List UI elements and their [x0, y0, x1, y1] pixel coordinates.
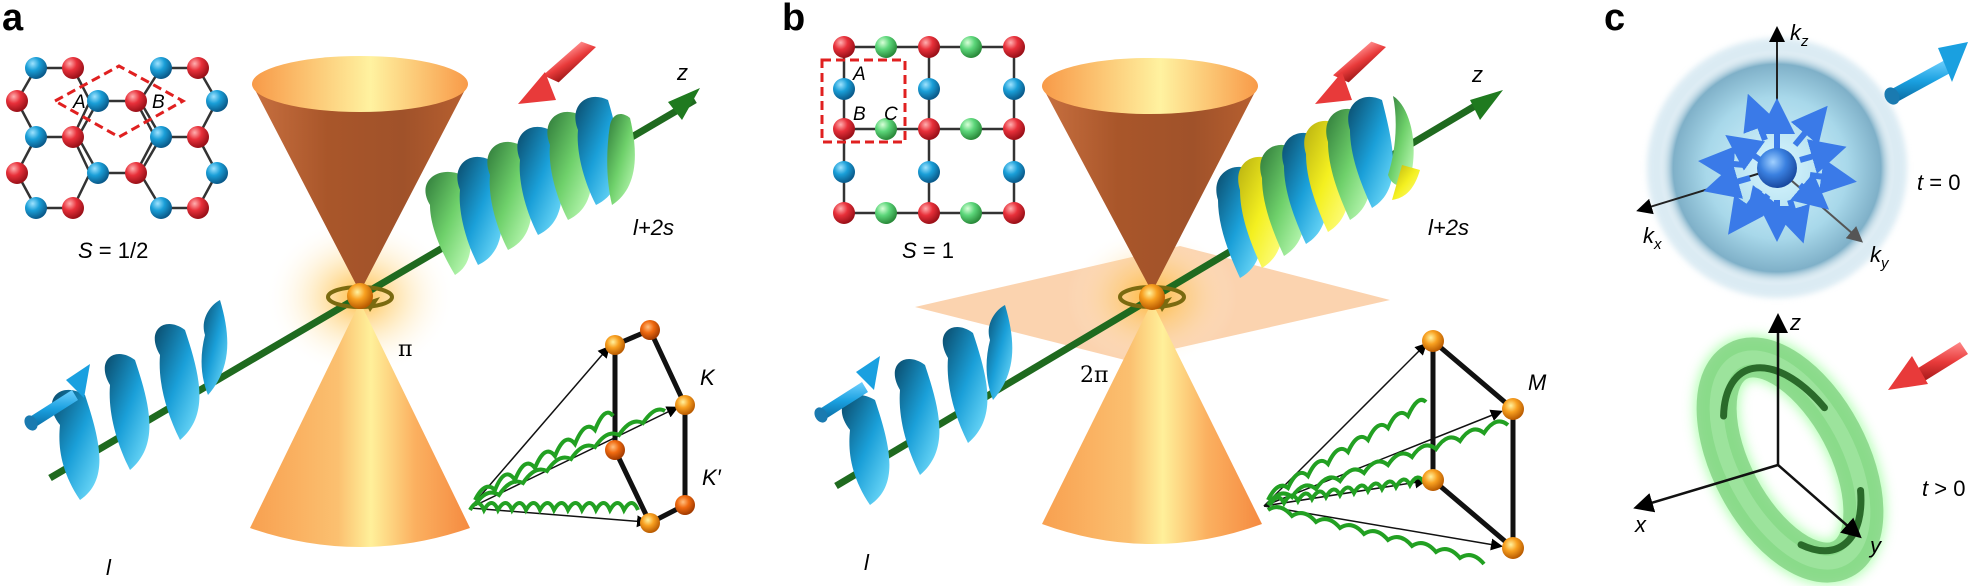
- incoming-light-arrow-icon: [814, 356, 880, 423]
- berry-phase-a: π: [398, 337, 412, 362]
- valley-label-k-prime: K′: [702, 465, 722, 490]
- dirac-point-ball: [347, 283, 373, 309]
- panel-letter-b: b: [782, 0, 805, 39]
- axis-arrowhead-icon: [1470, 90, 1503, 120]
- axis-label-z: z: [1789, 310, 1801, 335]
- photon-wiggles: [468, 407, 667, 515]
- beam-out-label-b: l+2s: [1428, 215, 1469, 240]
- dirac-point-ball: [1139, 284, 1165, 310]
- spin-label-a: S = 1/2: [78, 238, 148, 263]
- site-label-c: C: [884, 104, 898, 125]
- valley-label-m: M: [1528, 370, 1547, 395]
- lower-dirac-cone: [250, 302, 470, 547]
- photon-transition-arrows: [1263, 342, 1503, 551]
- axis-arrowhead-icon: [668, 88, 700, 120]
- photon-wiggles: [1266, 397, 1510, 566]
- real-space-axes: [1633, 313, 1862, 539]
- berry-phase-b: 2π: [1080, 363, 1108, 388]
- site-label-b: B: [152, 92, 165, 113]
- time-label-bottom: t > 0: [1922, 476, 1965, 501]
- panel-c: c kz kx ky t = 0: [1604, 0, 1968, 585]
- valley-label-k: K: [700, 365, 716, 390]
- panel-b: b A B C S = 1 z 2π: [782, 0, 1547, 575]
- unit-cell-outline: [51, 64, 187, 139]
- upper-cone-rim: [1042, 58, 1258, 114]
- central-particle: [1757, 148, 1797, 188]
- valley-sites: [1422, 330, 1524, 559]
- outgoing-helical-beam: [425, 96, 635, 275]
- axis-label-kz: kz: [1790, 20, 1809, 50]
- axis-label-kx: kx: [1643, 223, 1662, 253]
- lower-dirac-cone: [1042, 302, 1262, 544]
- valley-prism: [1430, 335, 1516, 554]
- lattice-sites: [6, 57, 228, 219]
- time-label-top: t = 0: [1917, 170, 1960, 195]
- panel-letter-a: a: [2, 0, 24, 39]
- honeycomb-lattice: [15, 66, 219, 210]
- beam-in-label-b: l: [864, 550, 870, 575]
- axis-label-z: z: [1471, 62, 1483, 87]
- outgoing-light-arrow-icon: [1315, 41, 1386, 104]
- outgoing-light-arrow-icon: [1888, 342, 1968, 390]
- vortex-torus: [1694, 335, 1886, 585]
- unit-cell-outline: [820, 58, 907, 144]
- incoming-light-arrow-icon: [1884, 42, 1968, 105]
- site-label-a: A: [72, 92, 86, 113]
- site-label-a: A: [852, 64, 866, 85]
- site-label-b: B: [853, 104, 866, 125]
- spin-label-b: S = 1: [902, 238, 954, 263]
- axis-label-y: y: [1868, 533, 1883, 558]
- incoming-helical-beam: [841, 305, 1013, 505]
- beam-in-label-a: l: [106, 555, 112, 580]
- radial-momentum-arrows: [1698, 93, 1857, 244]
- incoming-light-arrow-icon: [24, 364, 90, 431]
- beam-out-label-a: l+2s: [633, 215, 674, 240]
- upper-dirac-cone: [252, 62, 468, 292]
- panel-letter-c: c: [1604, 0, 1625, 39]
- panel-a: a A B S = 1/2 z: [2, 0, 722, 580]
- axis-label-z: z: [676, 60, 688, 85]
- upper-dirac-cone: [1042, 64, 1258, 292]
- incoming-helical-beam: [51, 300, 228, 500]
- axis-label-x: x: [1634, 512, 1647, 537]
- axis-label-ky: ky: [1870, 242, 1890, 272]
- photon-transition-arrows: [469, 345, 679, 528]
- outgoing-helical-beam: [1216, 96, 1420, 278]
- upper-cone-rim: [252, 56, 468, 112]
- valley-sites: [605, 320, 695, 533]
- outgoing-light-arrow-icon: [518, 41, 596, 104]
